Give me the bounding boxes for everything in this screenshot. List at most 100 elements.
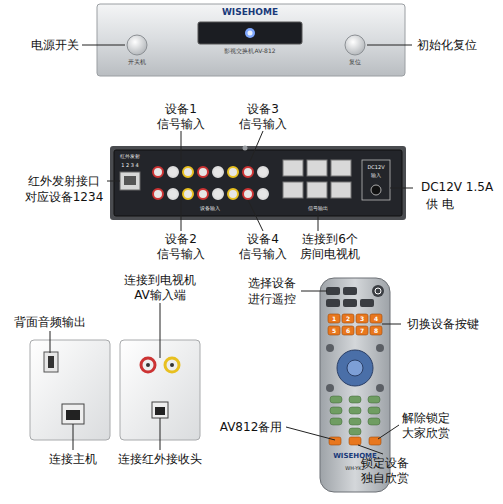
leader-line [248, 131, 263, 166]
remote-control [360, 299, 374, 307]
remote-control [326, 344, 334, 352]
remote-control [347, 360, 363, 376]
panel-print: 输入 [371, 173, 381, 178]
callout-label: 信号输入 [157, 118, 205, 131]
leader-line [107, 181, 120, 182]
remote-control [372, 285, 384, 297]
rca-jacks [168, 189, 178, 199]
callout-label: 设备1 [165, 103, 197, 116]
remote-control [370, 326, 382, 335]
rj45-ports [307, 182, 327, 198]
leader-line [160, 303, 161, 358]
button-number: 7 [360, 327, 364, 333]
remote-control [329, 437, 381, 445]
callout-label: 背面音频输出 [14, 316, 86, 329]
front-panel [198, 22, 302, 44]
callout-label: 初始化复位 [417, 39, 477, 52]
remote-control [349, 396, 361, 403]
remote-control [330, 396, 342, 403]
callout-label: 房间电视机 [300, 248, 360, 261]
callout-label: AV812备用 [220, 421, 283, 434]
remote-control [326, 299, 340, 307]
rca-jacks [153, 167, 163, 177]
remote-control [326, 384, 334, 392]
back-panel [110, 146, 406, 220]
callout-label: 信号输入 [157, 248, 205, 261]
back-panel [124, 176, 136, 185]
leader-line [286, 427, 335, 440]
back-panel [114, 150, 402, 216]
callout-label: 切换设备按键 [407, 318, 479, 331]
wall-plate [155, 407, 165, 415]
wall-plate [146, 363, 150, 367]
panel-print: DC12V [367, 165, 384, 170]
remote-control [349, 418, 361, 425]
callout-label: AV输入端 [134, 289, 186, 302]
callout-label: 设备4 [247, 233, 279, 246]
remote-control [330, 407, 342, 414]
callout-label: 连接红外接收头 [118, 453, 202, 466]
rca-jacks [153, 189, 163, 199]
callout-label: 红外发射接口 [28, 175, 100, 188]
front-panel [97, 4, 405, 76]
model-print: 影视交换机AV-812 [224, 48, 275, 54]
rj45-ports [307, 160, 327, 176]
remote-control [337, 350, 373, 386]
wall-plate [62, 404, 84, 424]
remote-control [349, 407, 361, 414]
button-number: 2 [346, 315, 350, 321]
rca-jacks [153, 167, 268, 199]
panel-print: 1 2 3 4 [121, 163, 139, 168]
leader-line [181, 200, 182, 231]
remote-control [356, 314, 368, 323]
leader-line [160, 418, 161, 450]
front-panel [245, 28, 255, 38]
button-number: 5 [332, 327, 336, 333]
wall-plate [170, 363, 174, 367]
leader-line [82, 45, 412, 46]
back-panel [371, 185, 381, 195]
remote-control [326, 344, 384, 392]
callout-label: 独自欣赏 [361, 472, 409, 485]
wall-plate [165, 358, 179, 372]
wall-plate [152, 402, 168, 418]
wall-plate [30, 340, 110, 440]
wall-plate [30, 340, 110, 440]
front-panel [248, 31, 253, 36]
remote-control [368, 418, 380, 425]
callout-label: 电源开关 [31, 39, 79, 52]
leader-line [107, 131, 413, 231]
panel-print: 开关机 [128, 59, 146, 65]
rca-jacks [198, 167, 208, 177]
front-panel [97, 4, 405, 76]
remote-control [328, 326, 340, 335]
brand-logo: WISEHOME [222, 8, 278, 17]
remote-control [328, 314, 382, 335]
leader-line [382, 324, 401, 325]
rj45-ports [283, 182, 303, 198]
rca-jacks [213, 189, 223, 199]
remote-control [329, 437, 341, 445]
callout-label: 设备2 [165, 233, 197, 246]
button-number: 3 [360, 315, 364, 321]
leader-line [181, 131, 182, 166]
button-number: 6 [346, 327, 350, 333]
remote-control [326, 287, 340, 295]
remote-control [342, 314, 354, 323]
leader-line [50, 331, 51, 353]
front-panel [127, 35, 147, 55]
remote-control [368, 396, 380, 403]
panel-print: 信号输出 [308, 206, 328, 211]
rca-jacks [243, 167, 253, 177]
rca-jacks [183, 189, 193, 199]
remote-control [356, 326, 368, 335]
callout-label: 信号输入 [239, 118, 287, 131]
back-panel [120, 172, 140, 190]
leader-line [248, 200, 263, 231]
remote-control [376, 384, 384, 392]
rca-jacks [228, 189, 238, 199]
remote-control [349, 428, 361, 435]
brand-logo: WISEHOME [333, 453, 377, 460]
leader-line [378, 425, 399, 439]
leader-line [390, 188, 413, 189]
